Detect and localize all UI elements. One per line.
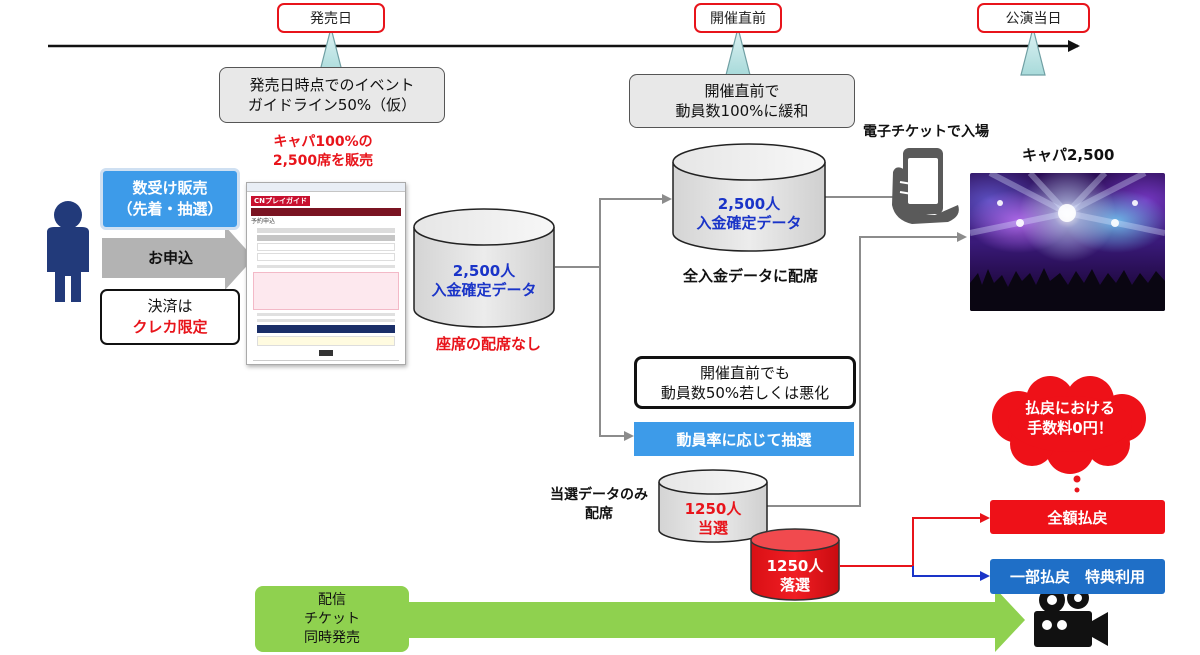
relaxed-note: 開催直前で 動員数100%に緩和 xyxy=(629,74,855,128)
refund-full-line xyxy=(840,513,990,567)
form-row xyxy=(257,243,395,251)
form-row xyxy=(257,228,395,233)
page-title: 予約申込 xyxy=(251,218,276,225)
text-line xyxy=(257,313,395,316)
site-logo: CNプレイガイド xyxy=(251,195,310,206)
refund-fee-cloud xyxy=(992,376,1146,474)
capacity-label: キャパ2,500 xyxy=(1022,146,1115,164)
winner-data-label: 当選データのみ 配席 xyxy=(550,487,648,522)
video-camera-icon xyxy=(1034,587,1108,647)
form-row xyxy=(257,235,395,241)
no-seat-text: 座席の配席なし xyxy=(436,335,542,353)
concert-scene xyxy=(970,173,1165,311)
db-top-label: 2,500人 入金確定データ xyxy=(696,195,802,232)
text-line xyxy=(257,319,395,322)
db-main xyxy=(413,208,555,328)
smartphone-hand-icon xyxy=(892,148,959,224)
refund-partial-line xyxy=(912,566,990,581)
flow-line-to-venue xyxy=(767,232,967,507)
capacity-sale-text: キャパ100%の 2,500席を販売 xyxy=(272,134,374,169)
refund-partial-box: 一部払戻 特典利用 xyxy=(990,559,1165,594)
milestone-before-event: 開催直前 xyxy=(694,3,782,33)
flow-line-to-lottery xyxy=(599,267,634,441)
cloud-text: 払戻における 手数料0円！ xyxy=(1024,399,1115,437)
db-lose xyxy=(750,528,840,601)
apply-arrow xyxy=(102,226,254,290)
all-seating-text: 全入金データに配席 xyxy=(683,267,819,285)
guideline-note: 発売日時点でのイベント ガイドライン50%（仮） xyxy=(219,67,445,123)
stream-ticket-box: 配信 チケット 同時発売 xyxy=(255,586,409,652)
milestone-marker-before xyxy=(725,27,751,76)
payment-box: 決済は クレカ限定 xyxy=(100,289,240,345)
milestone-release: 発売日 xyxy=(277,3,385,33)
person-icon xyxy=(47,201,89,302)
db-main-label: 2,500人 入金確定データ xyxy=(431,262,537,299)
refund-full-box: 全額払戻 xyxy=(990,500,1165,534)
form-row xyxy=(257,336,395,346)
ticket-site-screenshot: CNプレイガイド 予約申込 xyxy=(246,182,406,365)
cloud-dot xyxy=(1073,475,1081,483)
db-win xyxy=(658,469,768,543)
sales-method-box: 数受け販売 （先着・抽選） xyxy=(100,168,240,230)
site-header: CNプレイガイド xyxy=(251,195,401,206)
form-row xyxy=(257,253,395,261)
db-top xyxy=(672,143,826,252)
db-win-label: 1250人 当選 xyxy=(684,500,742,537)
notice-box xyxy=(253,272,399,310)
milestone-marker-day xyxy=(1020,27,1046,76)
flow-line-to-top-db xyxy=(555,194,672,268)
cloud-dot xyxy=(1074,487,1080,493)
stream-arrow xyxy=(408,588,1025,652)
worse-note: 開催直前でも 動員数50%若しくは悪化 xyxy=(634,356,856,409)
submit-mini-button xyxy=(319,350,333,356)
apply-label: お申込 xyxy=(148,249,194,267)
site-nav-bar xyxy=(251,208,401,216)
eticket-text: 電子チケットで入場 xyxy=(863,124,989,140)
text-line xyxy=(257,265,395,268)
footer-line xyxy=(253,360,399,364)
browser-chrome xyxy=(247,183,405,192)
milestone-event-day: 公演当日 xyxy=(977,3,1090,33)
concert-image xyxy=(970,173,1165,311)
db-lose-label: 1250人 落選 xyxy=(766,557,824,594)
section-bar xyxy=(257,325,395,333)
lottery-bar: 動員率に応じて抽選 xyxy=(634,422,854,456)
